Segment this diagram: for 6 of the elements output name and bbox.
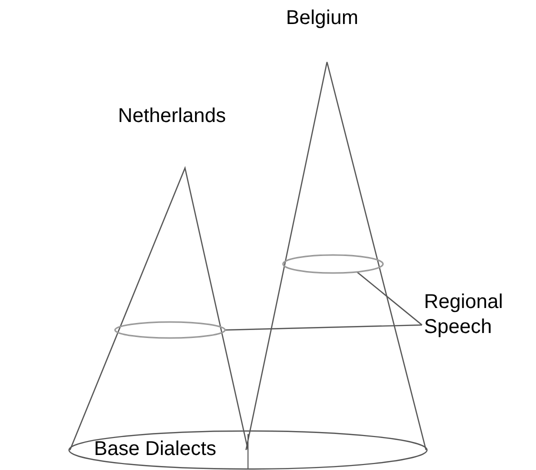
leader-line bbox=[224, 324, 422, 331]
leader-line bbox=[356, 272, 422, 326]
cone-label: Belgium bbox=[286, 6, 358, 30]
cone-label: Netherlands bbox=[118, 104, 226, 128]
base-label: Base Dialects bbox=[94, 437, 216, 461]
callout-label: Regional Speech bbox=[424, 290, 504, 340]
